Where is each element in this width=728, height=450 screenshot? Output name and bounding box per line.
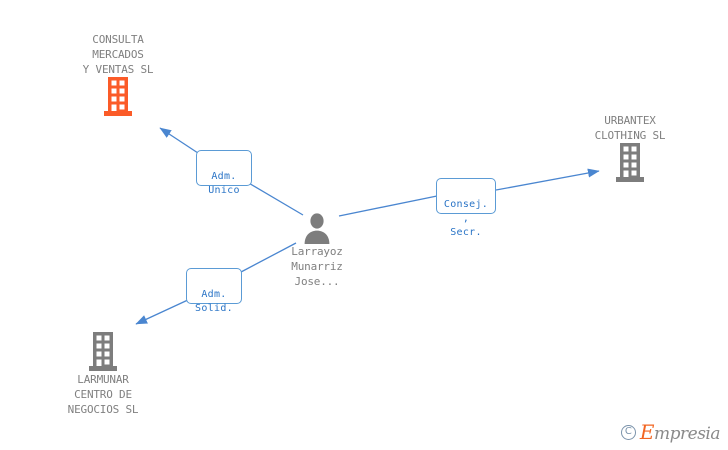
edge-label-adm-solid[interactable]: Adm. Solid. <box>186 268 242 314</box>
building-icon <box>89 332 117 371</box>
node-larrayoz-munarriz-jose[interactable]: Larrayoz Munarriz Jose... <box>247 212 387 289</box>
edge-label-adm-unico[interactable]: Adm. Unico <box>196 150 252 196</box>
building-icon <box>104 77 132 116</box>
node-urbantex-clothing-sl[interactable]: URBANTEX CLOTHING SL <box>560 113 700 183</box>
empresia-watermark: C Empresia <box>620 420 721 444</box>
node-label-person: Larrayoz Munarriz Jose... <box>291 245 343 288</box>
copyright-icon: C <box>620 424 636 440</box>
building-icon <box>616 143 644 182</box>
node-label-larmunar: LARMUNAR CENTRO DE NEGOCIOS SL <box>67 373 139 416</box>
node-consulta-mercados-y-ventas-sl[interactable]: CONSULTA MERCADOS Y VENTAS SL <box>48 32 188 117</box>
edge-adm-solid[interactable] <box>135 242 297 325</box>
brand-initial: E <box>639 420 655 444</box>
edge-label-adm-unico-text: Adm. Unico <box>208 171 240 196</box>
edge-consej-secr[interactable] <box>338 168 600 217</box>
node-label-urbantex: URBANTEX CLOTHING SL <box>594 114 666 142</box>
node-label-consulta: CONSULTA MERCADOS Y VENTAS SL <box>82 33 154 76</box>
edge-adm-unico[interactable] <box>159 127 304 216</box>
brand-logo: Empresia <box>639 420 721 444</box>
edge-label-consej-secr[interactable]: Consej. , Secr. <box>436 178 496 238</box>
person-icon <box>304 213 330 244</box>
node-larmunar-centro-de-negocios-sl[interactable]: LARMUNAR CENTRO DE NEGOCIOS SL <box>33 332 173 417</box>
edge-label-consej-secr-text: Consej. , Secr. <box>443 199 489 238</box>
edge-label-adm-solid-text: Adm. Solid. <box>195 289 233 314</box>
brand-rest: mpresia <box>654 424 721 444</box>
